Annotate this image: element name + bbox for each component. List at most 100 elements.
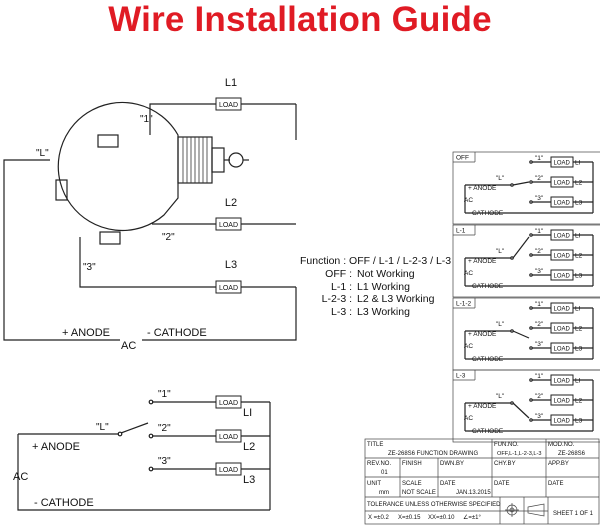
function-code-l23: L-2-3 :	[322, 293, 352, 305]
state-label-contact: "1"	[535, 155, 544, 162]
tb-tol-xx: X=±0.15	[398, 515, 421, 521]
state-panel-label: L-1	[456, 228, 466, 235]
tb-rev-no-label: REV.NO.	[367, 461, 391, 467]
state-label-output: LI	[575, 159, 581, 166]
load-box-label: LOAD	[219, 222, 238, 229]
page-title: Wire Installation Guide	[108, 0, 492, 39]
load-box-label: LOAD	[554, 160, 571, 166]
load-box-label: LOAD	[554, 346, 571, 352]
function-code-l1: L-1 :	[331, 281, 352, 293]
label-wire-l: "L"	[36, 148, 49, 159]
state-label-output: L2	[575, 397, 583, 404]
toggle-lever	[228, 152, 244, 168]
function-legend: Function : OFF / L-1 / L-2-3 / L-3 OFF :…	[300, 255, 451, 318]
label-cathode: - CATHODE	[147, 327, 207, 339]
terminal-tab-bottom	[99, 231, 121, 245]
state-label-ac: AC	[464, 197, 473, 204]
load-box-label: LOAD	[219, 467, 238, 474]
terminal-tab-left	[55, 179, 68, 201]
state-label-l: "L"	[496, 175, 505, 182]
function-desc-off: Not Working	[357, 268, 415, 280]
state-panel-label: L-3	[456, 373, 466, 380]
state-label-contact: "1"	[535, 301, 544, 308]
state-label-contact: "3"	[535, 413, 544, 420]
state-label-contact: "3"	[535, 268, 544, 275]
tb-finish-label: FINISH	[402, 461, 422, 467]
state-label-contact: "2"	[535, 321, 544, 328]
tb-tol-x: X =±0.2	[368, 515, 389, 521]
bottom-label-anode: + ANODE	[32, 441, 80, 453]
tb-tolerance-label: TOLERANCE UNLESS OTHERWISE SPECIFIED	[367, 502, 501, 508]
load-box-label: LOAD	[554, 200, 571, 206]
state-label-contact: "1"	[535, 228, 544, 235]
tb-mod-no-value: ZE-268S6	[558, 451, 586, 457]
state-label-output: LI	[575, 377, 581, 384]
state-label-l: "L"	[496, 393, 505, 400]
state-panel-frame	[452, 224, 600, 298]
state-label-output: L3	[575, 199, 583, 206]
load-box-label: LOAD	[219, 102, 238, 109]
label-wire-3: "3"	[83, 262, 96, 273]
state-label-contact: "3"	[535, 195, 544, 202]
main-switch-diagram: LOAD L1 "1" LOAD L2 "2" LOAD L3 "3" "L" …	[3, 77, 297, 352]
state-label-output: L2	[575, 252, 583, 259]
state-panel-label: OFF	[456, 155, 469, 162]
state-label-contact: "2"	[535, 175, 544, 182]
bottom-label-out3: L3	[243, 474, 255, 486]
load-box-label: LOAD	[219, 434, 238, 441]
state-switch-blade	[512, 181, 530, 186]
switch-body	[57, 101, 179, 232]
load-box-label: LOAD	[554, 253, 571, 259]
tb-scale-label: SCALE	[402, 481, 422, 487]
tb-fun-no-label: FUN.NO.	[494, 442, 519, 448]
load-box-label: LOAD	[554, 418, 571, 424]
state-switch-blade	[512, 330, 530, 339]
state-label-contact: "2"	[535, 248, 544, 255]
tb-dwn-by-label: DWN.BY	[440, 461, 464, 467]
label-l2: L2	[225, 197, 237, 209]
state-label-output: L3	[575, 345, 583, 352]
load-box-label: LOAD	[554, 306, 571, 312]
bottom-label-3: "3"	[158, 456, 171, 467]
tb-date-label: DATE	[440, 481, 456, 487]
function-heading: Function : OFF / L-1 / L-2-3 / L-3	[300, 255, 451, 267]
wire-l	[3, 159, 120, 341]
state-label-anode: + ANODE	[468, 258, 497, 265]
tb-scale-value: NOT SCALE	[402, 490, 436, 496]
state-label-output: L2	[575, 325, 583, 332]
bottom-label-2: "2"	[158, 423, 171, 434]
load-box-label: LOAD	[554, 273, 571, 279]
state-label-anode: + ANODE	[468, 403, 497, 410]
function-code-off: OFF :	[325, 268, 352, 280]
tb-app-by-label: APP.BY	[548, 461, 569, 467]
tb-fun-no-value: OFF,L-1,L-2-3,L-3	[497, 451, 541, 457]
bottom-label-cathode: - CATHODE	[34, 497, 94, 509]
state-switch-blade	[512, 236, 530, 259]
state-label-anode: + ANODE	[468, 331, 497, 338]
function-desc-l1: L1 Working	[357, 281, 410, 293]
bottom-schematic: AC + ANODE - CATHODE "L" "1" LOAD LI "2"…	[13, 389, 271, 511]
load-box-label: LOAD	[554, 378, 571, 384]
state-switch-blade	[512, 402, 530, 419]
state-panel-frame	[452, 369, 600, 443]
tb-mod-no-label: MOD.NO.	[548, 442, 575, 448]
title-block: TITLE ZE-268S6 FUNCTION DRAWING FUN.NO. …	[364, 438, 600, 525]
load-box-label: LOAD	[554, 398, 571, 404]
tb-chy-by-label: CHY.BY	[494, 461, 516, 467]
load-box-label: LOAD	[219, 285, 238, 292]
label-l3: L3	[225, 259, 237, 271]
tb-unit-label: UNIT	[367, 481, 381, 487]
terminal-tab-top	[97, 134, 119, 148]
state-label-contact: "1"	[535, 373, 544, 380]
state-label-output: L3	[575, 272, 583, 279]
label-l1: L1	[225, 77, 237, 89]
bottom-label-out1: LI	[243, 407, 252, 419]
tb-title-value: ZE-268S6 FUNCTION DRAWING	[388, 451, 478, 457]
state-label-output: LI	[575, 232, 581, 239]
function-code-l3: L-3 :	[331, 306, 352, 318]
bottom-label-l: "L"	[96, 422, 109, 433]
